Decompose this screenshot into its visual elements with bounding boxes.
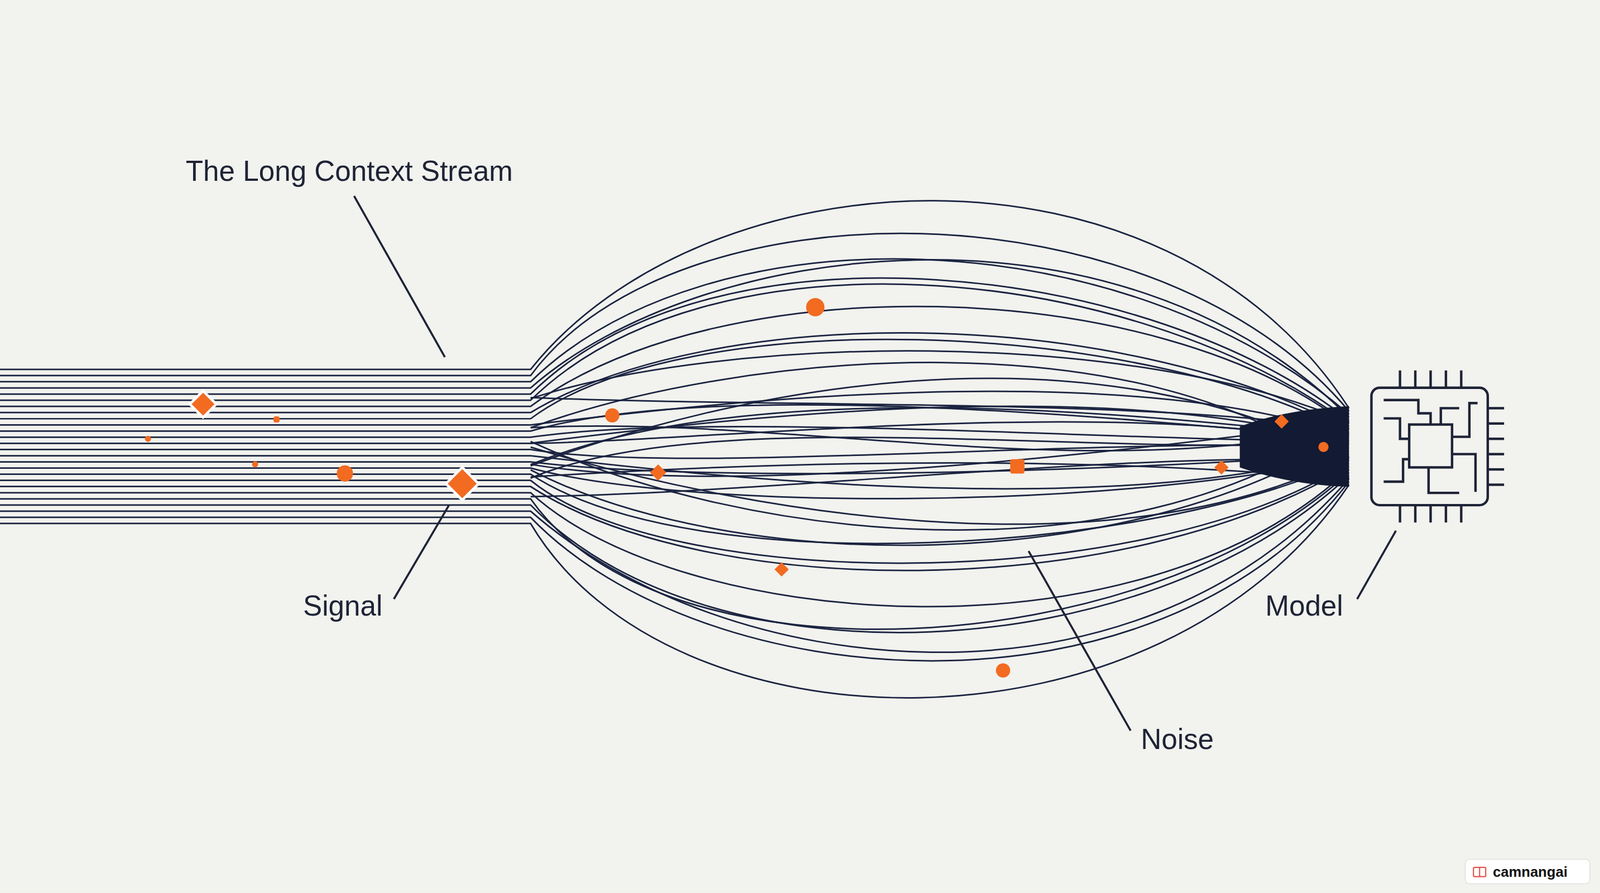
chip-pin <box>1429 370 1432 388</box>
stream-line <box>0 454 1349 474</box>
signal-marker <box>1318 441 1329 453</box>
chip-pin <box>1398 370 1401 388</box>
signal-marker <box>774 561 790 577</box>
signal-marker <box>189 390 217 418</box>
signal-marker <box>445 467 479 501</box>
signal-marker <box>252 460 259 468</box>
chip-pin <box>1429 505 1432 523</box>
chip-pin <box>1487 437 1505 440</box>
stream-line <box>0 481 1349 661</box>
stream-line <box>530 362 1349 479</box>
chip-pin <box>1487 452 1505 455</box>
stream-label: The Long Context Stream <box>185 157 513 186</box>
stream-line <box>530 351 1349 422</box>
stream-line <box>530 421 1349 477</box>
stream-line <box>0 284 1349 424</box>
signal-marker <box>1214 460 1229 475</box>
chip-pin <box>1487 468 1505 471</box>
signal-marker <box>604 407 620 423</box>
stream-core <box>1240 406 1350 487</box>
chip-pin <box>1414 505 1417 523</box>
stream-line <box>530 425 1349 451</box>
signal-marker <box>145 435 152 442</box>
stream-line <box>0 460 1349 544</box>
signal-marker <box>1274 414 1290 429</box>
watermark-icon <box>1473 867 1486 877</box>
chip-pin <box>1414 370 1417 388</box>
chip-pin <box>1459 370 1463 388</box>
stream-line <box>0 478 1349 653</box>
noise-label: Noise <box>1140 725 1214 754</box>
signal-marker <box>336 465 353 482</box>
stream-line <box>0 472 1349 630</box>
context-stream-lines <box>0 200 1349 699</box>
chip-pin <box>1459 505 1463 523</box>
stream-line <box>0 200 1349 409</box>
chip-pin <box>1487 483 1505 486</box>
stream-line <box>0 339 1349 433</box>
signal-label: Signal <box>303 591 383 621</box>
chip-pin <box>1487 406 1505 410</box>
model-label: Model <box>1265 591 1343 621</box>
stream-line <box>530 406 1349 445</box>
stream-line <box>0 450 1349 489</box>
chip-pin <box>1398 505 1401 523</box>
leader-lines <box>353 195 1396 731</box>
signal-marker <box>650 464 667 481</box>
signal-marker <box>273 416 280 423</box>
stream-line <box>0 277 1349 421</box>
model-chip <box>1371 370 1505 523</box>
stream-line <box>0 475 1349 633</box>
signal-markers <box>145 298 1329 678</box>
signal-marker <box>805 298 825 317</box>
watermark-text: camnangai <box>1492 864 1568 879</box>
signal-marker <box>1010 459 1025 474</box>
stream-line <box>0 463 1349 564</box>
chip-pin <box>1487 422 1505 425</box>
signal-marker <box>996 662 1011 678</box>
stream-line <box>0 391 1349 436</box>
stream-line <box>530 407 1349 465</box>
watermark-badge <box>1465 859 1590 884</box>
stream-line <box>530 422 1349 531</box>
stream-line <box>0 332 1349 430</box>
stream-line <box>530 433 1349 546</box>
stream-line <box>0 426 1349 442</box>
stream-line <box>0 466 1349 571</box>
chip-pin <box>1444 370 1448 388</box>
stream-line <box>530 459 1349 497</box>
chip-pin <box>1444 505 1448 523</box>
stream-line <box>530 378 1349 466</box>
